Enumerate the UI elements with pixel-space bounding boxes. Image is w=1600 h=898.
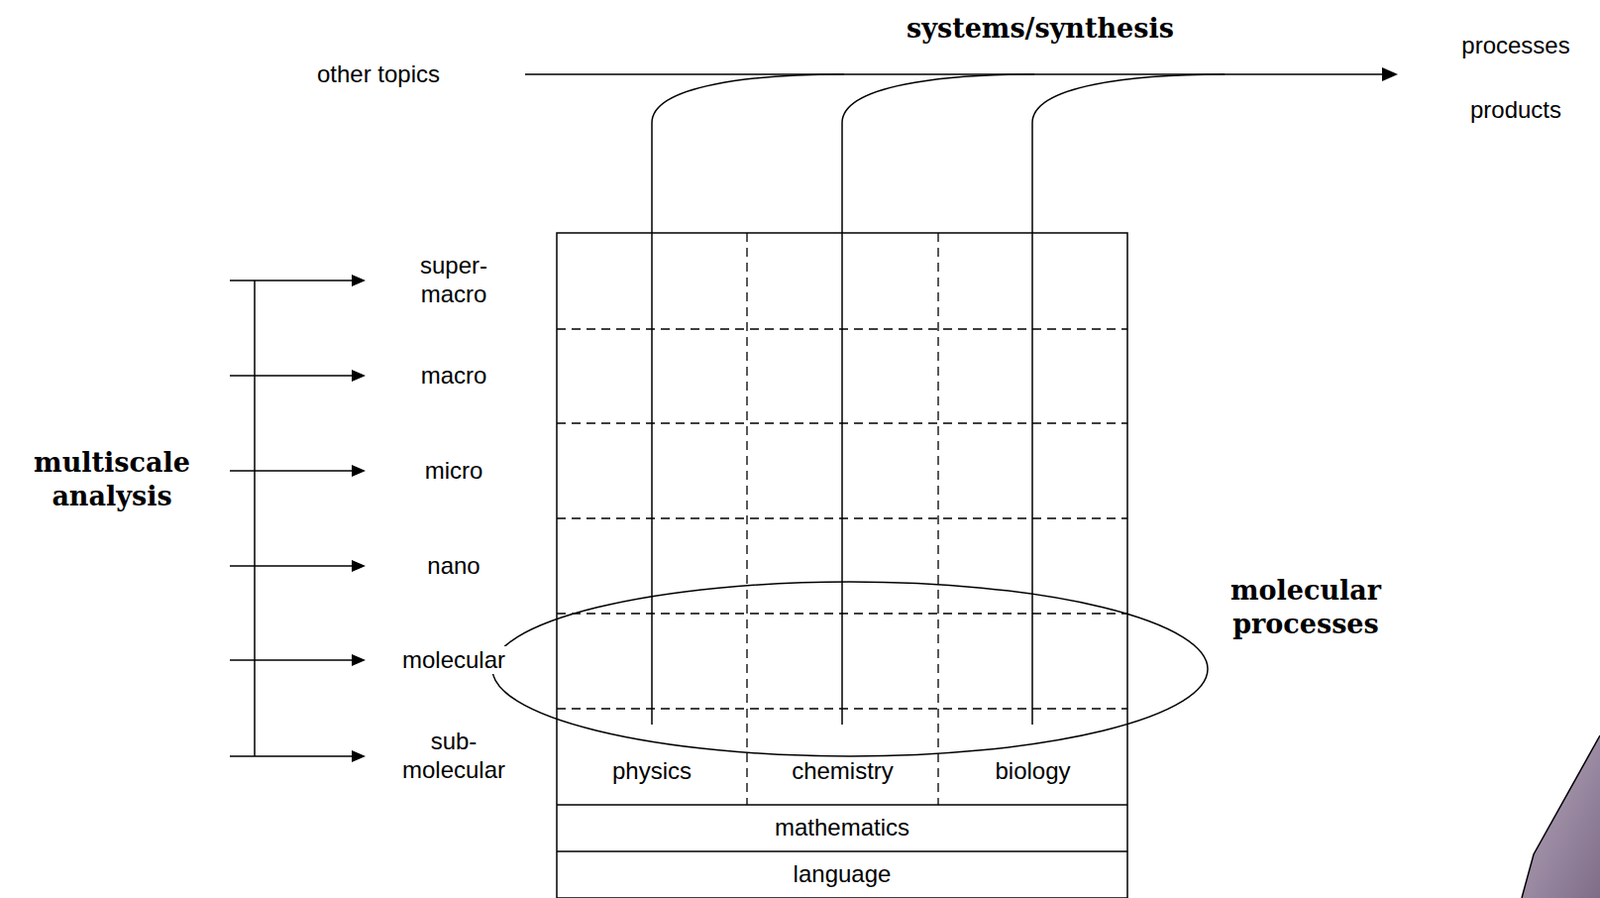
output-label: processes xyxy=(1461,31,1570,61)
scale-bracket xyxy=(229,280,354,756)
arrow-head xyxy=(351,369,366,382)
arrow-head xyxy=(351,274,366,287)
node-text: mathematics xyxy=(774,814,910,841)
corner-edge xyxy=(1521,735,1600,898)
scale-label: macro xyxy=(421,361,488,391)
node-text: physics xyxy=(612,757,692,784)
input-label: other topics xyxy=(317,60,440,90)
scale-arrow xyxy=(229,564,354,567)
bracket-spine xyxy=(253,280,256,756)
scale-arrow xyxy=(229,279,354,282)
axis-heading: multiscale analysis xyxy=(5,445,219,514)
scale-arrow xyxy=(229,658,354,661)
discipline-cell: physics xyxy=(556,708,747,805)
arrow-head xyxy=(351,653,366,666)
rising-line xyxy=(651,74,845,725)
scale-arrow xyxy=(229,754,354,757)
scale-arrow-heads xyxy=(351,274,366,762)
node-text: language xyxy=(793,860,892,887)
column-divider xyxy=(746,232,747,805)
node-text: chemistry xyxy=(791,757,894,784)
rising-line xyxy=(842,74,1035,725)
main-arrow-line xyxy=(525,73,1386,76)
corner-decoration xyxy=(1521,735,1600,898)
band-divider xyxy=(556,803,1128,806)
arrow-head xyxy=(351,559,366,572)
column-divider xyxy=(937,232,939,805)
molecular-ellipse xyxy=(492,581,1208,756)
rising-line xyxy=(1032,74,1225,725)
scale-label: molecular xyxy=(400,645,508,675)
scale-arrow xyxy=(229,374,354,377)
output-label: products xyxy=(1470,96,1562,125)
discipline-cell: chemistry xyxy=(746,708,939,805)
section-heading: systems/synthesis xyxy=(906,11,1174,46)
scale-label: sub- molecular xyxy=(398,727,510,785)
scale-arrow xyxy=(229,469,354,472)
foundation-band: mathematics xyxy=(556,804,1128,852)
arrow-head xyxy=(351,464,366,477)
arrow-head xyxy=(351,749,366,762)
scale-label: super- macro xyxy=(409,251,499,310)
arrow-head xyxy=(1382,67,1398,82)
band-divider xyxy=(556,850,1128,853)
region-label: molecular processes xyxy=(1206,573,1405,641)
node-text: biology xyxy=(994,757,1070,784)
discipline-cell: biology xyxy=(938,708,1128,805)
scale-label: nano xyxy=(426,551,480,581)
scale-label: micro xyxy=(425,456,484,486)
foundation-band: language xyxy=(556,851,1128,898)
